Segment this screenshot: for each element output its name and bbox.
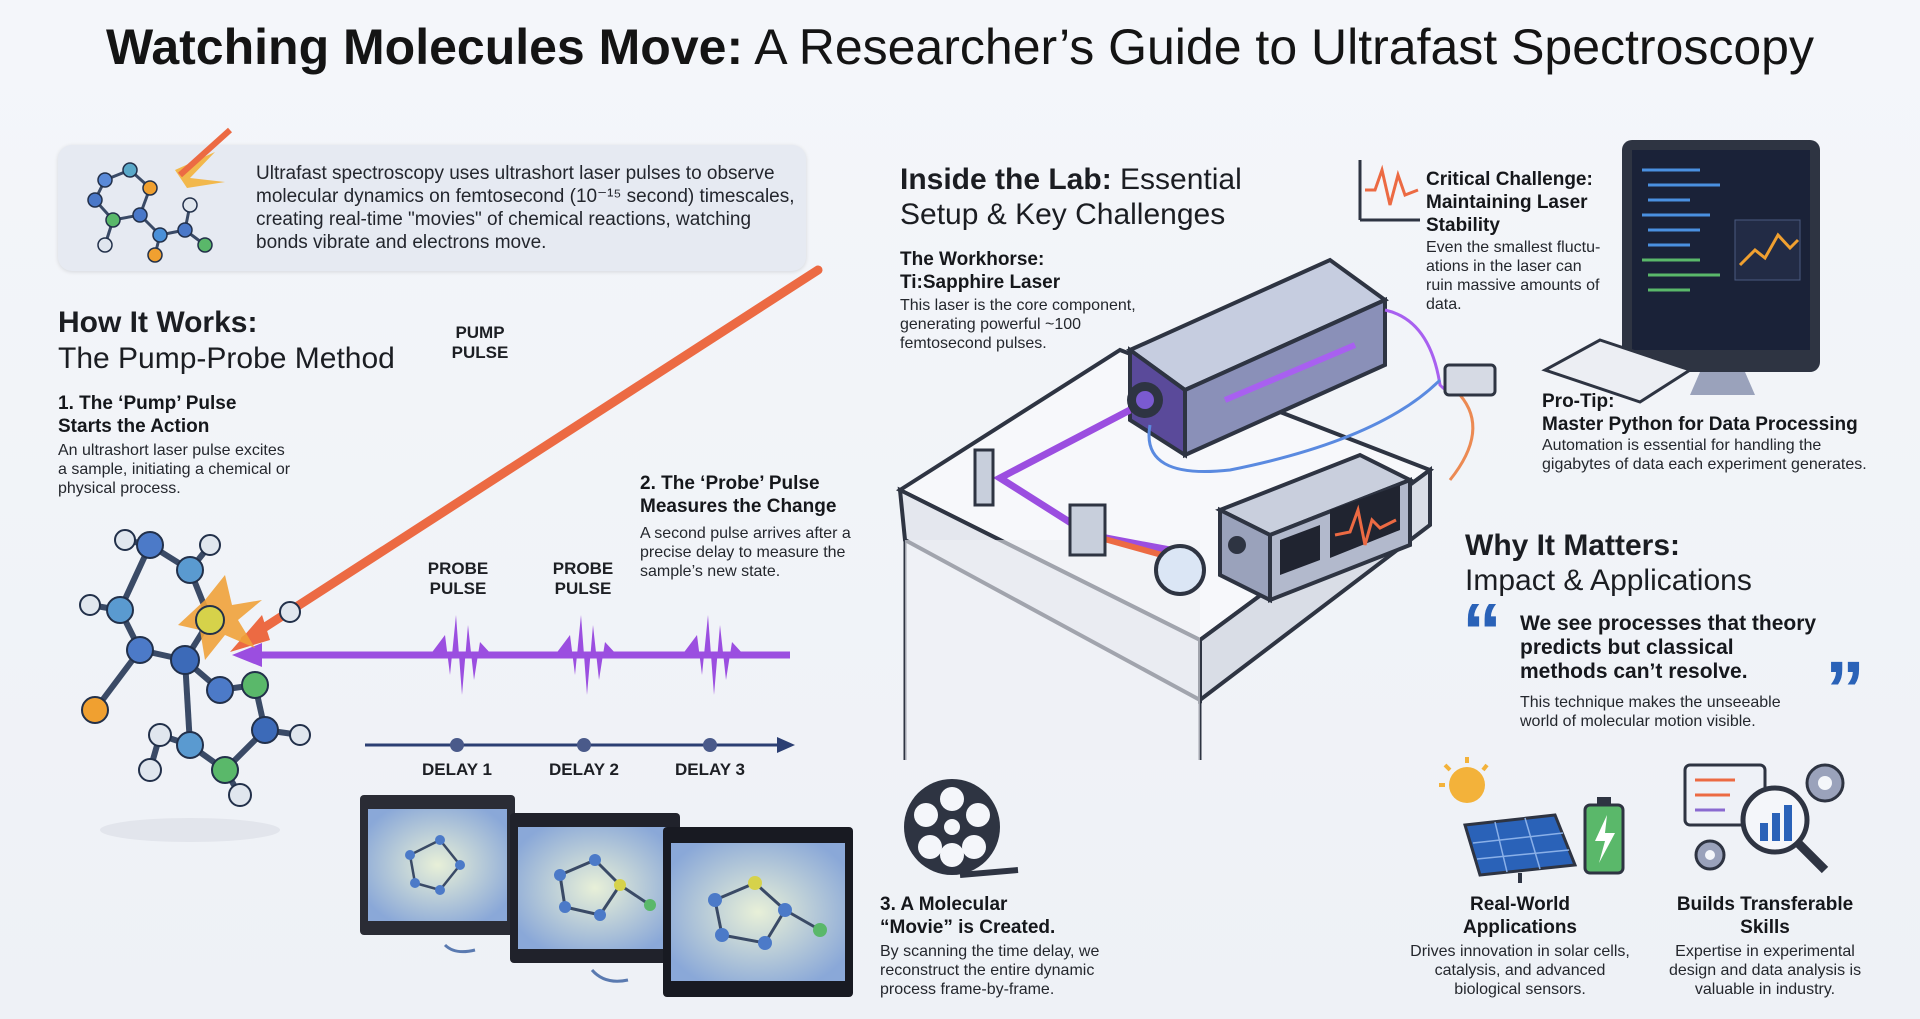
protip-text: Automation is essential for handling the…	[1542, 437, 1867, 473]
intro-box	[58, 145, 806, 271]
film-frames	[360, 795, 853, 997]
controller-box	[1443, 363, 1497, 397]
why-subheading: Impact & Applications	[1465, 564, 1752, 597]
delay-marker-1	[450, 738, 464, 752]
signal-fluctuation-icon	[1358, 160, 1420, 222]
film-reel-icon	[904, 779, 1019, 878]
burst-icon	[175, 152, 225, 188]
challenge-text: Even the smallest fluctu-ations in the l…	[1426, 239, 1601, 313]
delay-marker-2	[577, 738, 591, 752]
quote-subtext: This technique makes the unseeable world…	[1520, 694, 1781, 730]
how-subheading: The Pump-Probe Method	[58, 342, 395, 375]
keyboard	[1541, 338, 1694, 404]
step2-text: A second pulse arrives after a precise d…	[640, 525, 851, 580]
solar-battery-icon	[1439, 757, 1625, 883]
film-frame-3	[663, 827, 853, 997]
step3-text: By scanning the time delay, we reconstru…	[880, 943, 1100, 998]
pump-arrowhead	[230, 615, 270, 652]
delay-label-1: DELAY 1	[422, 760, 492, 779]
molecule-icon	[87, 152, 225, 263]
app2-text: Expertise in experimental design and dat…	[1668, 943, 1862, 998]
why-heading: Why It Matters:	[1465, 529, 1681, 562]
quote-text: We see processes that theory predicts bu…	[1520, 612, 1817, 683]
solar-panel-icon	[1463, 813, 1578, 877]
lab-heading-line2: Setup & Key Challenges	[900, 198, 1226, 231]
pump-beam	[240, 265, 823, 645]
ti-sapphire-laser	[1126, 257, 1389, 459]
detector-box	[1215, 452, 1415, 604]
step3-title: 3. A Molecular“Movie” is Created.	[880, 894, 1056, 938]
title-bold: Watching Molecules Move:	[105, 19, 744, 75]
film-frame-2	[510, 813, 680, 963]
skills-analysis-icon	[1683, 763, 1845, 874]
step1-text: An ultrashort laser pulse excites a samp…	[58, 442, 291, 497]
probe-arrowhead	[232, 643, 262, 667]
title-rest: A Researcher’s Guide to Ultrafast Spectr…	[743, 19, 1814, 75]
workhorse-title: The Workhorse:Ti:Sapphire Laser	[900, 249, 1061, 293]
delay-label-3: DELAY 3	[675, 760, 745, 779]
open-quote-icon: “	[1462, 587, 1502, 676]
workhorse-text: This laser is the core component, genera…	[900, 297, 1136, 352]
delay-label-2: DELAY 2	[549, 760, 619, 779]
lab-heading: Inside the Lab: Essential	[900, 163, 1242, 196]
intro-text: Ultrafast spectroscopy uses ultrashort l…	[256, 163, 795, 253]
lens	[1154, 544, 1206, 596]
protip-title: Pro-Tip:Master Python for Data Processin…	[1542, 391, 1858, 435]
delay-marker-3	[703, 738, 717, 752]
probe-pulse-shapes	[430, 615, 744, 695]
computer-monitor	[1541, 140, 1820, 404]
sun-icon	[1449, 767, 1485, 803]
pump-beam-intro	[177, 127, 233, 178]
page-title: Watching Molecules Move: A Researcher’s …	[0, 18, 1920, 76]
how-heading: How It Works:	[58, 306, 258, 339]
close-quote-icon: ”	[1825, 645, 1865, 734]
film-frame-1	[360, 795, 515, 935]
app1-text: Drives innovation in solar cells, cataly…	[1410, 943, 1630, 998]
